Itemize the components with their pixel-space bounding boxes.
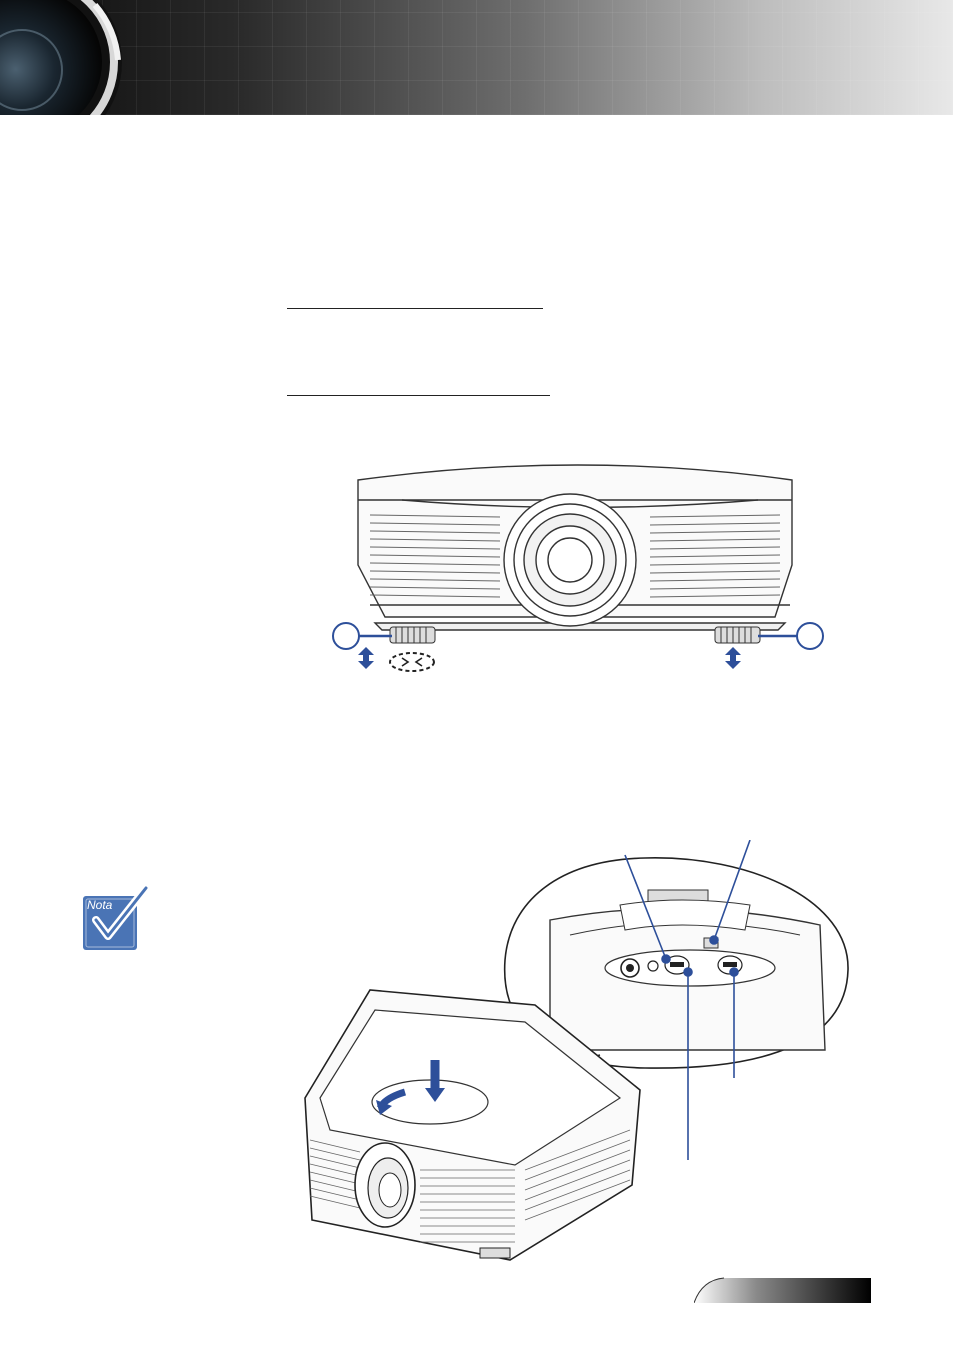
note-label: Nota	[87, 898, 113, 912]
footer-page-tab	[694, 1277, 871, 1303]
camera-lens-icon	[0, 0, 122, 115]
header-banner	[0, 0, 953, 115]
projector-top-view-illustration	[304, 840, 849, 1261]
section-rule-1	[287, 308, 543, 309]
section-rule-2	[287, 395, 550, 396]
checkmark-icon	[83, 886, 150, 950]
projector-front-view-illustration	[332, 464, 824, 672]
